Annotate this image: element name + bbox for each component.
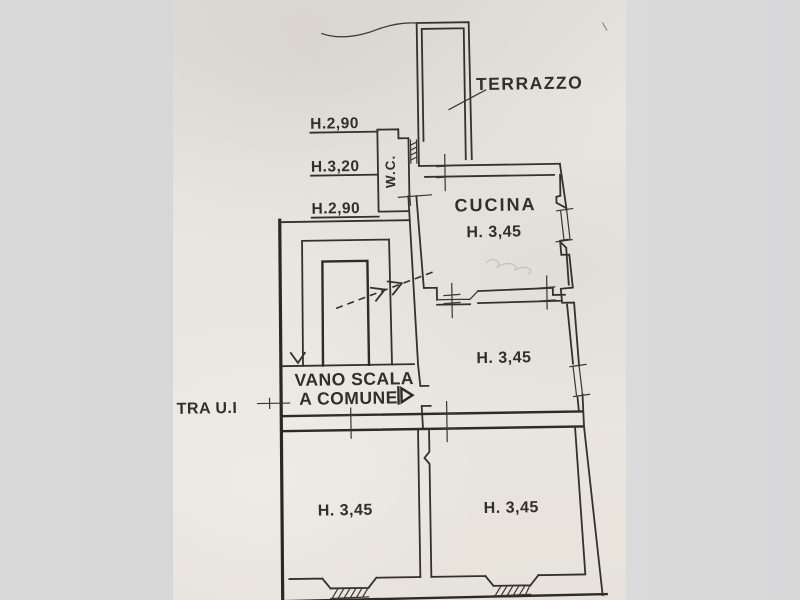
hall-bottom-wall (280, 400, 584, 443)
wc-door-hatch (409, 139, 418, 164)
cucina-height-label: H. 3,45 (466, 223, 521, 241)
right-outer-wall (555, 162, 591, 428)
outer-left-wall (278, 218, 285, 600)
cucina-label: CUCINA (454, 194, 536, 215)
door-tick-2 (538, 275, 556, 310)
terrazzo-label: TERRAZZO (476, 72, 584, 94)
letterbox-right (626, 0, 800, 600)
sw-room-height-label: H. 3,45 (318, 502, 373, 520)
door-tick-corridor (397, 187, 432, 206)
stair-mid-rect (301, 238, 393, 367)
stair-direction-arrowheads (369, 280, 403, 302)
window-sw-hatch (330, 588, 370, 600)
bottom-outer-wall (278, 592, 608, 600)
letterbox-left (0, 0, 173, 600)
stairwell (278, 218, 434, 600)
stair-shaft (321, 259, 371, 367)
paper-mark (601, 22, 608, 31)
vano-scala-label-line2: A COMUNE (299, 387, 398, 409)
terrazzo-leader-line (448, 89, 487, 111)
bottom-rooms-walls (278, 425, 608, 600)
dividing-wall (417, 427, 433, 578)
landing-door-symbol (397, 386, 415, 405)
door-tick-kitchen-top (436, 153, 454, 192)
window-ticks (555, 207, 591, 398)
dimension-underlines (309, 130, 380, 219)
plan-linework: TERRAZZO H.2,90 H.3,20 H.2,90 W.C. CUCIN… (177, 21, 608, 600)
corridor-wall (397, 187, 432, 430)
door-tick-1 (443, 282, 461, 319)
middle-room-height-label: H. 3,45 (476, 349, 531, 367)
pencil-scribble (485, 258, 532, 275)
se-room-height-label: H. 3,45 (484, 499, 539, 517)
window-middle-room (572, 364, 584, 397)
tra-ui-tick (256, 397, 291, 409)
dim-bottom-label: H.2,90 (311, 200, 360, 218)
dim-middle-label: H.3,20 (311, 158, 360, 176)
wc-label: W.C. (383, 155, 399, 188)
floor-plan-paper: TERRAZZO H.2,90 H.3,20 H.2,90 W.C. CUCIN… (173, 0, 626, 600)
kitchen-middle-wall (423, 275, 566, 319)
window-kitchen (559, 209, 571, 242)
door-tick-left (342, 407, 360, 439)
right-wall-bottom (574, 425, 604, 597)
kitchen-top-wall (417, 162, 561, 178)
window-se-hatch (493, 585, 532, 597)
stair-down-arrow (289, 351, 307, 365)
wc-walls (376, 128, 418, 213)
terrazzo-walls (415, 21, 487, 167)
tra-ui-label: TRA U.I (177, 400, 238, 418)
door-tick-center (438, 400, 456, 443)
dim-top-label: H.2,90 (310, 115, 359, 133)
door-threshold (436, 290, 479, 301)
vano-scala-label-line1: VANO SCALA (294, 368, 414, 390)
break-line (321, 22, 418, 38)
floor-plan-drawing: TERRAZZO H.2,90 H.3,20 H.2,90 W.C. CUCIN… (177, 21, 608, 600)
right-wall-inner-segments (555, 173, 580, 411)
